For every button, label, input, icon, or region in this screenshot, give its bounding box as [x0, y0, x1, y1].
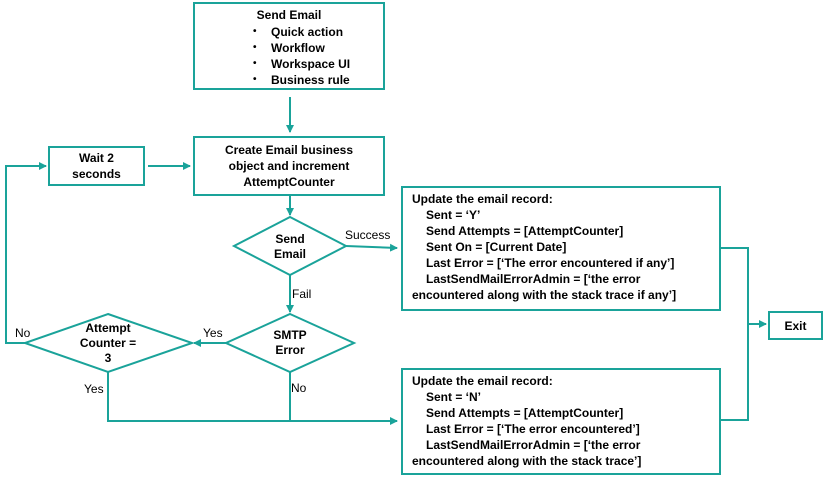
create-line: AttemptCounter — [243, 175, 335, 189]
decision-line: SMTP — [273, 328, 307, 342]
record-line: Sent = ‘Y’ — [426, 208, 481, 222]
edge-label-smtp-no: No — [291, 381, 307, 395]
edge-label-attempt-yes: Yes — [84, 382, 104, 396]
trigger-item: Workspace UI — [253, 56, 383, 72]
wait-box: Wait 2 seconds — [48, 146, 145, 186]
send-email-decision-text: Send Email — [250, 232, 330, 262]
wait-line: seconds — [72, 167, 121, 181]
connector-fail-to-exit — [720, 324, 749, 421]
attempt-counter-decision-text: Attempt Counter = 3 — [62, 321, 154, 366]
edge-label-fail: Fail — [292, 287, 312, 301]
send-email-title: Send Email — [256, 8, 322, 22]
connector-success — [345, 243, 398, 252]
decision-line: 3 — [104, 351, 112, 365]
edge-label-smtp-yes: Yes — [203, 326, 223, 340]
wait-line: Wait 2 — [79, 151, 114, 165]
exit-box: Exit — [768, 311, 823, 340]
record-line: Sent On = [Current Date] — [426, 240, 567, 254]
record-title: Update the email record: — [412, 192, 553, 206]
create-email-box: Create Email business object and increme… — [193, 136, 385, 196]
send-email-trigger-list: Quick action Workflow Workspace UI Busin… — [195, 24, 383, 88]
record-line: LastSendMailErrorAdmin = [‘the error — [426, 272, 641, 286]
record-title: Update the email record: — [412, 374, 553, 388]
send-email-box: Send Email Quick action Workflow Workspa… — [193, 2, 385, 90]
create-line: object and increment — [228, 159, 350, 173]
exit-label: Exit — [784, 318, 807, 333]
decision-line: Email — [273, 247, 306, 261]
decision-line: Error — [275, 343, 305, 357]
record-line: LastSendMailErrorAdmin = [‘the error — [426, 438, 641, 452]
decision-line: Send — [275, 232, 305, 246]
trigger-item: Quick action — [253, 24, 383, 40]
record-line: Send Attempts = [AttemptCounter] — [426, 224, 624, 238]
decision-line: Attempt — [85, 321, 131, 335]
connector-success-to-exit — [720, 247, 749, 324]
edge-label-success: Success — [345, 228, 391, 242]
success-update-record-box: Update the email record: Sent = ‘Y’ Send… — [401, 186, 721, 311]
edge-label-attempt-no: No — [15, 326, 31, 340]
record-line-continuation: encountered along with the stack trace i… — [412, 288, 677, 302]
connector-attempt-no — [5, 162, 47, 344]
record-line-continuation: encountered along with the stack trace’] — [412, 454, 642, 468]
fail-update-record-box: Update the email record: Sent = ‘N’ Send… — [401, 368, 721, 475]
record-line: Send Attempts = [AttemptCounter] — [426, 406, 624, 420]
record-line: Last Error = [‘The error encountered’] — [426, 422, 640, 436]
trigger-item: Business rule — [253, 72, 383, 88]
create-line: Create Email business — [224, 143, 354, 157]
decision-line: Counter = — [79, 336, 137, 350]
trigger-item: Workflow — [253, 40, 383, 56]
connector-attempt-yes — [107, 372, 398, 425]
smtp-error-decision-text: SMTP Error — [250, 328, 330, 358]
record-line: Sent = ‘N’ — [426, 390, 482, 404]
record-line: Last Error = [‘The error encountered if … — [426, 256, 675, 270]
